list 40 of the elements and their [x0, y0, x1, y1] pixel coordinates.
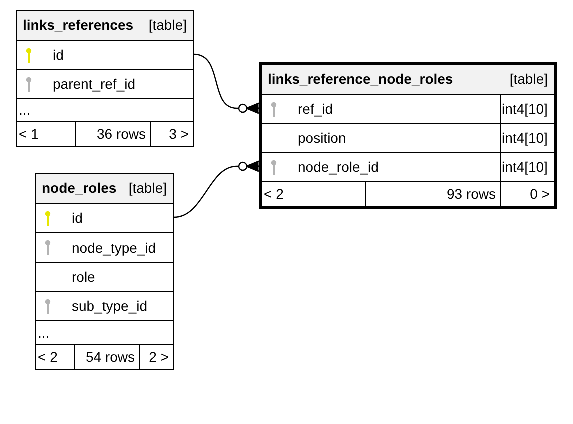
relationship-line: [194, 54, 260, 114]
column-name: id: [72, 210, 83, 226]
table-footer: [36, 344, 173, 369]
column-type: int4[10]: [502, 159, 548, 175]
table-row: [262, 123, 554, 152]
column-name: node_role_id: [298, 159, 379, 175]
table-footer: [262, 181, 554, 206]
column-type: int4[10]: [502, 130, 548, 146]
table-card: [16, 10, 194, 147]
row-count: 54 rows: [86, 349, 135, 365]
column-name: node_type_id: [72, 240, 156, 256]
column-name: ...: [38, 325, 50, 341]
table-type-label: [table]: [148, 17, 187, 33]
table-footer: [17, 121, 193, 146]
page-link: < 2: [38, 349, 58, 365]
table-name: links_reference_node_roles: [268, 71, 454, 87]
column-name: id: [53, 47, 64, 63]
table-type-label: [table]: [128, 180, 167, 196]
column-name: position: [298, 130, 346, 146]
page-link: < 1: [19, 126, 39, 142]
row-count: 36 rows: [96, 126, 146, 142]
column-name: sub_type_id: [72, 298, 148, 314]
table-row: [262, 94, 554, 123]
table-row: [262, 152, 554, 181]
page-link: < 2: [264, 186, 284, 202]
page-link: 0 >: [530, 186, 550, 202]
relationship-line: [174, 160, 260, 218]
page-link: 3 >: [169, 126, 189, 142]
table-card: [259, 62, 557, 209]
column-type: int4[10]: [502, 101, 548, 117]
table-name: node_roles: [42, 180, 117, 196]
page-link: 2 >: [149, 349, 169, 365]
column-name: ...: [19, 102, 31, 118]
table-card: [35, 173, 174, 370]
table-name: links_references: [23, 17, 134, 33]
column-name: ref_id: [298, 101, 334, 117]
table-type-label: [table]: [510, 71, 548, 87]
column-name: role: [72, 269, 96, 285]
row-count: 93 rows: [446, 186, 496, 202]
column-name: parent_ref_id: [53, 76, 136, 92]
